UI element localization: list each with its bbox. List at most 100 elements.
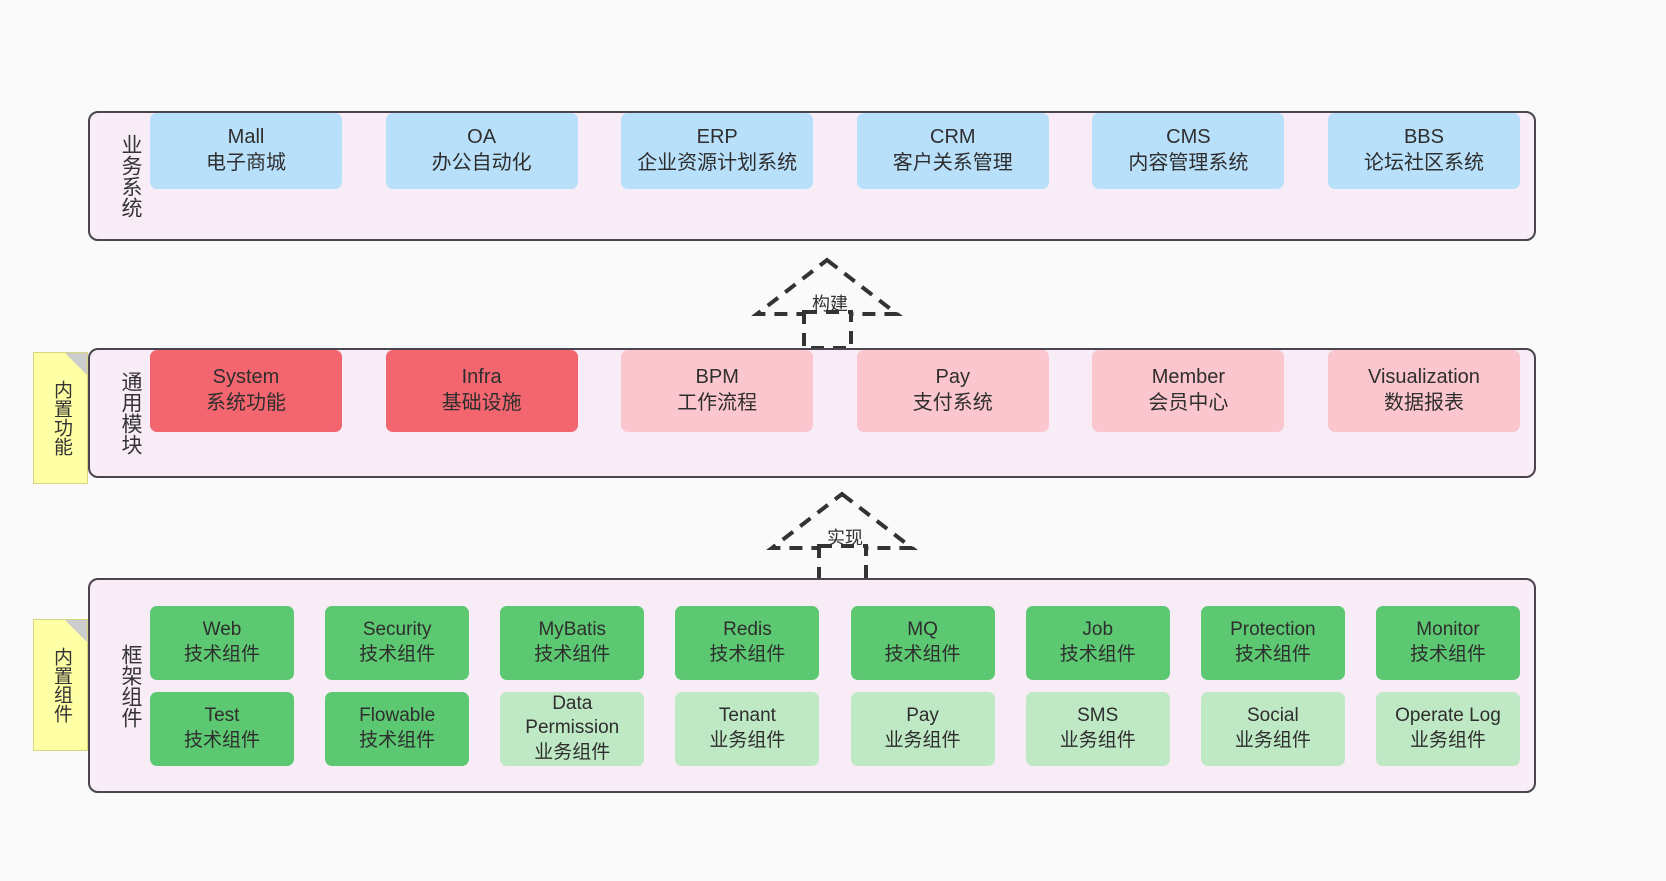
card-description: 工作流程 [677,392,758,414]
generalization-arrow-build-shape [751,257,903,350]
card-name: Redis [723,619,772,641]
generalization-arrow-implement: 实现 [766,491,918,584]
card-name: OA [467,126,497,149]
card-description: 技术组件 [1059,643,1136,665]
sticky-note-builtin-functions-label: 内置功能 [50,380,72,456]
note-fold-corner-icon [65,353,87,375]
card-name: SMS [1077,705,1119,727]
sticky-note-builtin-components: 内置组件 [33,619,88,751]
card-name: CRM [930,126,976,149]
card-description: 技术组件 [359,643,436,665]
business-system-card-oa[interactable]: OA 办公自动化 [385,113,578,189]
card-name: Visualization [1368,366,1480,389]
sticky-note-builtin-functions: 内置功能 [33,352,88,484]
card-description: 业务组件 [1409,729,1486,751]
note-fold-corner-icon [65,620,87,642]
business-system-card-mall[interactable]: Mall 电子商城 [150,113,342,189]
card-name: Pay [906,705,939,727]
card-name: Web [202,619,242,641]
common-module-card-pay[interactable]: Pay 支付系统 [856,350,1049,432]
card-description: 系统功能 [206,392,286,414]
business-system-card-crm[interactable]: CRM 客户关系管理 [856,113,1049,189]
layer-title-framework-components: 框架组件 [119,643,142,728]
card-description: 内容管理系统 [1128,152,1249,174]
layer-title-common-modules: 通用模块 [119,371,142,455]
card-description: 数据报表 [1383,392,1464,414]
card-description: 技术组件 [534,643,611,665]
card-description: 技术组件 [183,729,260,751]
card-description: 技术组件 [1234,643,1311,665]
generalization-arrow-build: 构建 [751,257,903,350]
card-description: 技术组件 [884,643,961,665]
card-name: BPM [695,366,739,389]
card-name: Pay [935,366,971,389]
card-description: 技术组件 [359,729,436,751]
card-description: 业务组件 [709,729,786,751]
card-name: Protection [1230,619,1316,641]
common-module-card-system[interactable]: System 系统功能 [150,350,342,432]
card-description: 技术组件 [1409,643,1486,665]
card-description: 电子商城 [206,152,286,174]
sticky-note-builtin-components-label: 内置组件 [50,647,72,723]
card-description: 技术组件 [709,643,786,665]
card-name: Job [1082,619,1114,641]
card-name: Data Permission [525,693,620,739]
card-name: Operate Log [1395,705,1501,727]
card-description: 业务组件 [534,741,611,763]
card-description: 企业资源计划系统 [637,152,798,174]
card-description: 办公自动化 [431,152,532,174]
card-description: 业务组件 [1234,729,1311,751]
layer-title-business-systems: 业务系统 [119,134,142,218]
card-description: 业务组件 [884,729,961,751]
card-name: Flowable [359,705,436,727]
common-module-card-member[interactable]: Member 会员中心 [1092,350,1285,432]
card-name: Member [1151,366,1226,389]
card-name: MQ [907,619,938,641]
generalization-arrow-implement-shape [766,491,918,584]
business-system-card-bbs[interactable]: BBS 论坛社区系统 [1327,113,1520,189]
card-name: Infra [461,366,502,389]
card-description: 业务组件 [1059,729,1136,751]
card-name: System [212,366,280,389]
layer-panel-common-modules: 通用模块 System 系统功能 Infra 基础设施 BPM 工作流程 Pay 支付系统 Me… [88,348,1536,478]
common-module-card-visualization[interactable]: Visualization 数据报表 [1327,350,1520,432]
card-description: 技术组件 [183,643,260,665]
card-description: 论坛社区系统 [1363,152,1484,174]
card-name: Mall [227,126,265,149]
card-description: 支付系统 [912,392,993,414]
card-name: Monitor [1416,619,1480,641]
card-description: 会员中心 [1148,392,1229,414]
card-name: MyBatis [538,619,607,641]
card-description: 客户关系管理 [892,152,1013,174]
card-name: BBS [1403,126,1444,149]
common-module-card-infra[interactable]: Infra 基础设施 [385,350,578,432]
card-name: Social [1246,705,1299,727]
common-modules-card-container: System 系统功能 Infra 基础设施 BPM 工作流程 Pay 支付系统 Member 会… [144,350,1534,476]
card-description: 基础设施 [441,392,522,414]
common-module-card-bpm[interactable]: BPM 工作流程 [621,350,814,432]
